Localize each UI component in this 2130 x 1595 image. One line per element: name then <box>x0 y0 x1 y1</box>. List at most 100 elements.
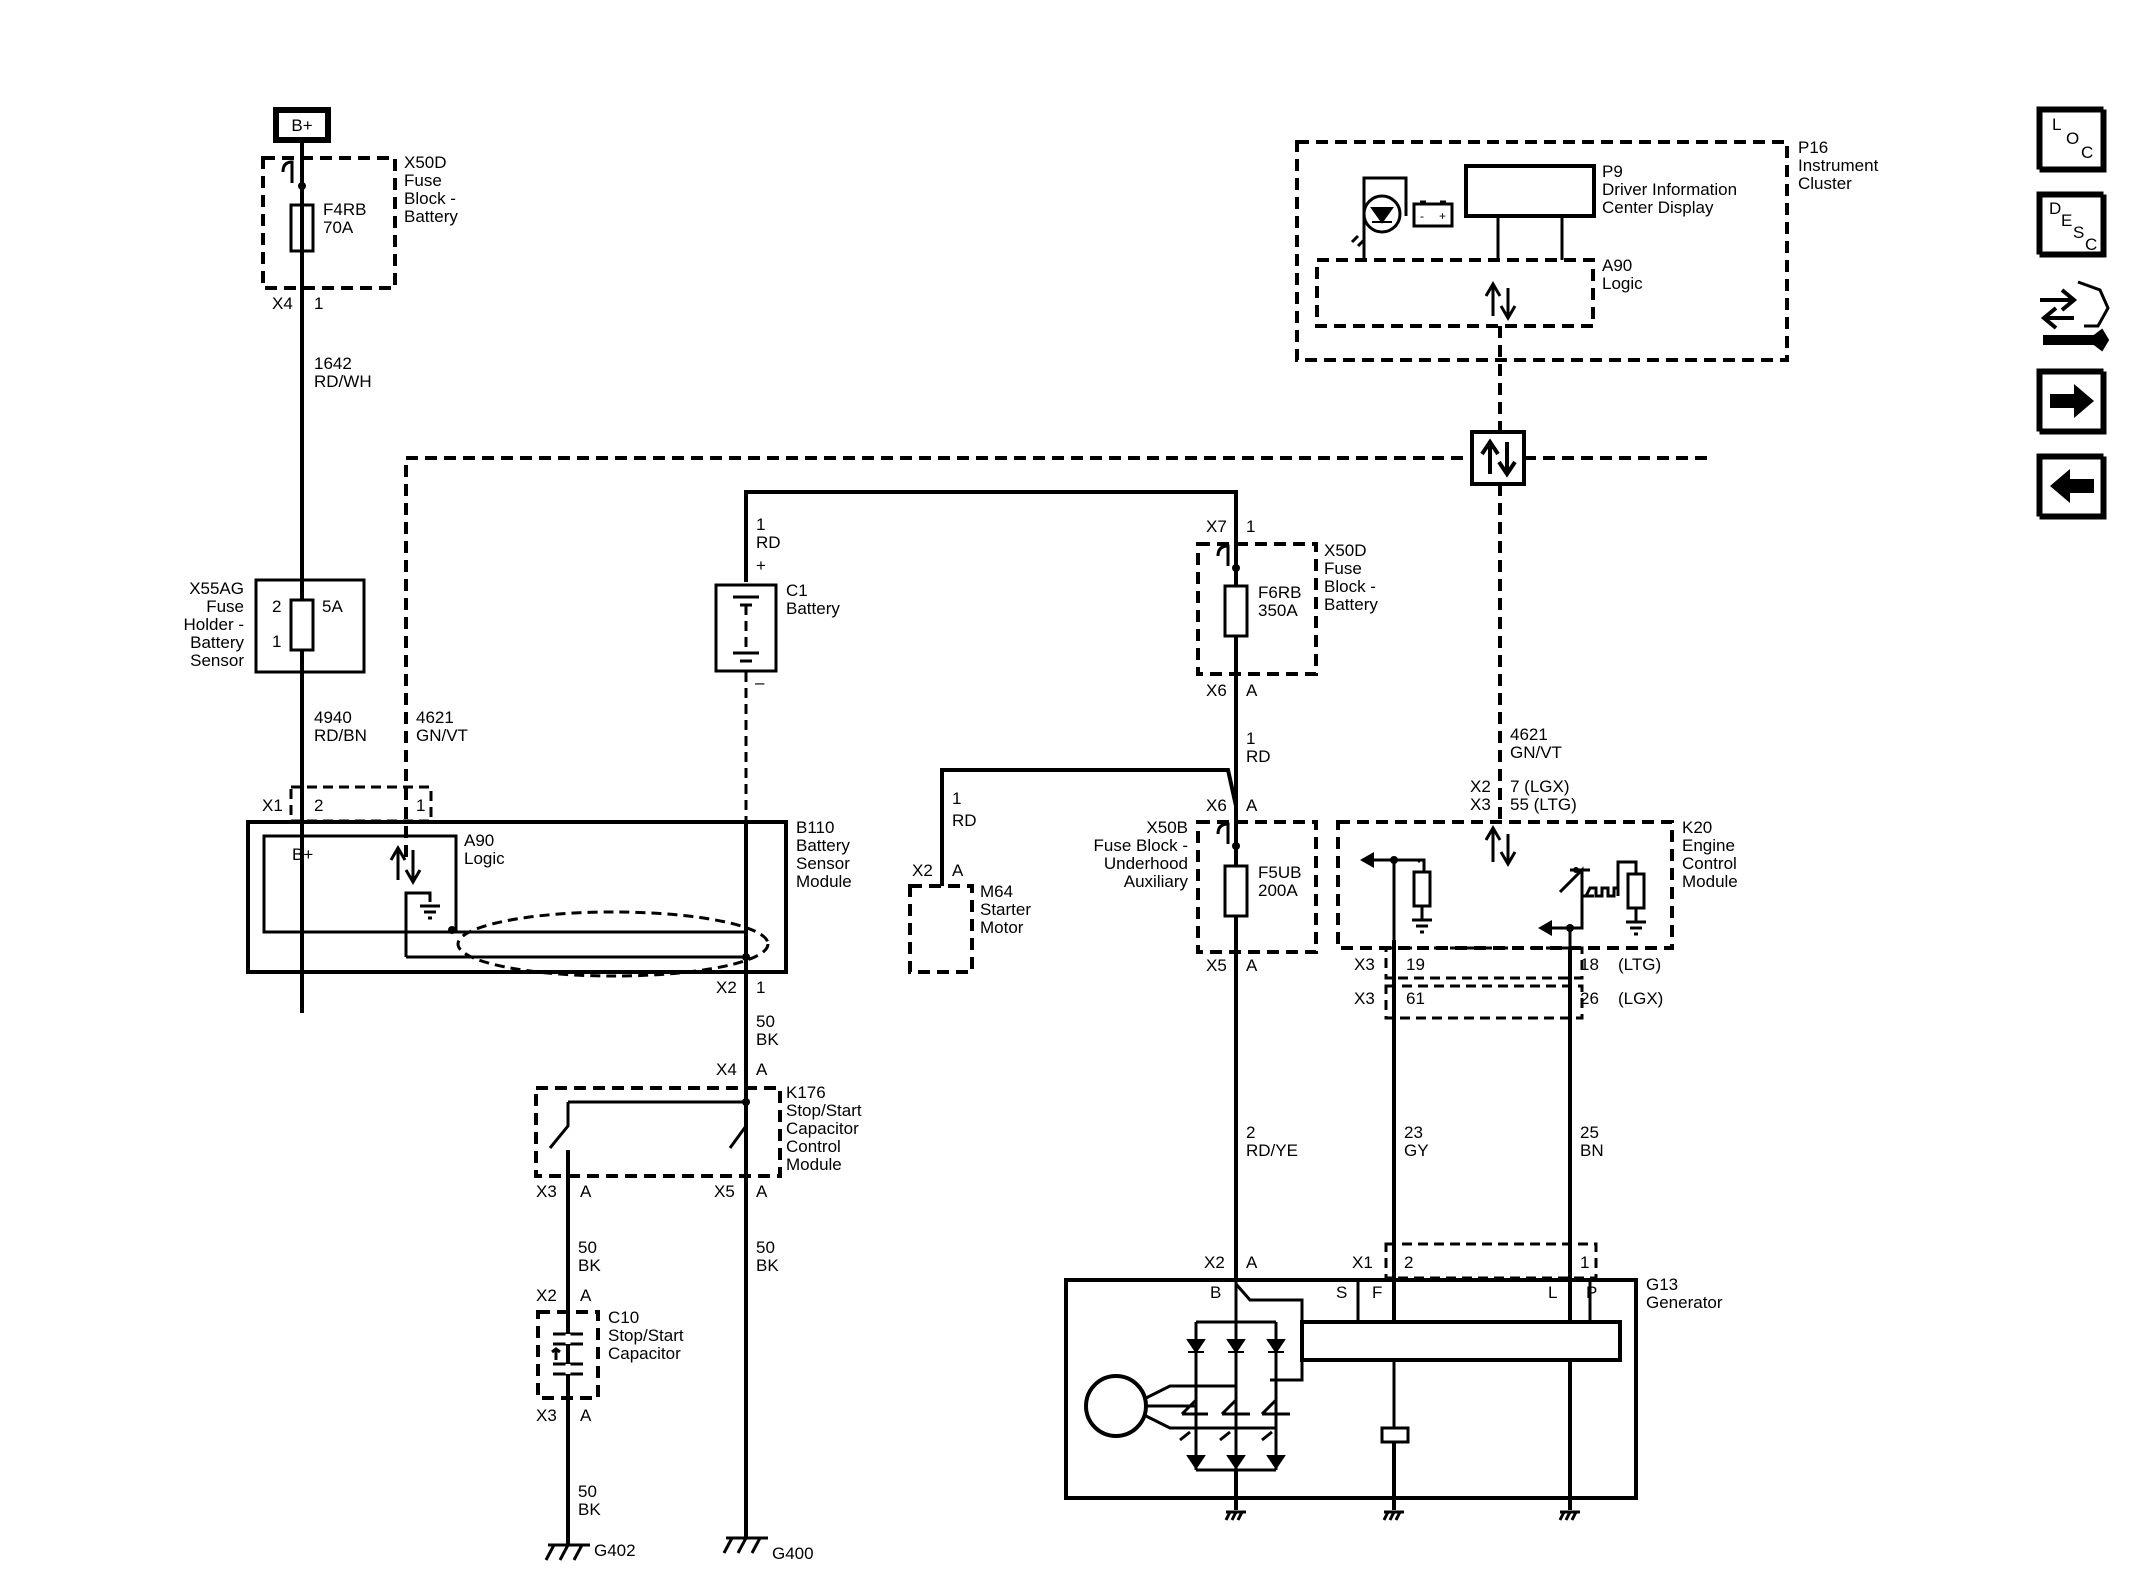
svg-text:Block -: Block - <box>1324 577 1376 596</box>
next-page-button[interactable] <box>2036 368 2107 435</box>
svg-text:1: 1 <box>272 632 281 651</box>
arrow-right-icon <box>2050 384 2094 418</box>
c10-label: C10 Stop/Start Capacitor <box>608 1308 684 1363</box>
svg-text:F6RB: F6RB <box>1258 583 1301 602</box>
f5ub-fuse <box>1223 864 1249 918</box>
wire-50-bk-center-label: 50 BK <box>756 1238 779 1275</box>
b110-battery-sensor-module <box>246 820 788 974</box>
svg-text:7 (LGX): 7 (LGX) <box>1510 777 1570 796</box>
c10-connector-top: X2 A <box>536 1286 592 1305</box>
svg-text:Stop/Start: Stop/Start <box>608 1326 684 1345</box>
x50d-fuse-block-battery-top <box>261 156 397 290</box>
svg-text:70A: 70A <box>323 218 354 237</box>
svg-text:4621: 4621 <box>416 708 454 727</box>
svg-text:A: A <box>580 1286 592 1305</box>
x50d-top-label: X50D Fuse Block - Battery <box>404 153 458 226</box>
svg-text:1: 1 <box>314 294 323 313</box>
svg-text:50: 50 <box>578 1482 597 1501</box>
svg-text:Generator: Generator <box>1646 1293 1723 1312</box>
svg-text:Motor: Motor <box>980 918 1024 937</box>
bplus-internal-label: B+ <box>292 845 313 864</box>
c10-connector-bottom: X3 A <box>536 1406 592 1425</box>
svg-text:F5UB: F5UB <box>1258 863 1301 882</box>
svg-text:B: B <box>1210 1283 1221 1302</box>
svg-text:X1: X1 <box>1352 1253 1373 1272</box>
x55ag-label: X55AG Fuse Holder - Battery Sensor <box>184 579 245 670</box>
bidirectional-arrow-icon <box>389 845 422 885</box>
svg-text:X2: X2 <box>716 978 737 997</box>
g13-label: G13 Generator <box>1646 1275 1723 1312</box>
x3-row-ltg-labels: X3 19 18 (LTG) <box>1354 955 1661 974</box>
p9-label: P9 Driver Information Center Display <box>1602 162 1737 217</box>
svg-text:Cluster: Cluster <box>1798 174 1852 193</box>
f6rb-label: F6RB 350A <box>1258 583 1301 620</box>
svg-text:Fuse: Fuse <box>1324 559 1362 578</box>
m64-connector: X2 A <box>912 861 964 880</box>
svg-text:BN: BN <box>1580 1141 1604 1160</box>
svg-text:G13: G13 <box>1646 1275 1678 1294</box>
svg-text:X50B: X50B <box>1146 818 1188 837</box>
svg-text:A: A <box>756 1182 768 1201</box>
svg-text:1: 1 <box>756 515 765 534</box>
svg-text:BK: BK <box>756 1256 779 1275</box>
wire-2-rdye-label: 2 RD/YE <box>1246 1123 1298 1160</box>
svg-text:Stop/Start: Stop/Start <box>786 1101 862 1120</box>
svg-text:A: A <box>1246 681 1258 700</box>
svg-text:X7: X7 <box>1206 517 1227 536</box>
svg-text:Holder -: Holder - <box>184 615 244 634</box>
svg-text:RD/WH: RD/WH <box>314 372 372 391</box>
svg-text:Block -: Block - <box>404 189 456 208</box>
x1-generator-connector <box>1384 1242 1598 1280</box>
wire-4621-left-label: 4621 GN/VT <box>416 708 468 745</box>
svg-text:A: A <box>580 1182 592 1201</box>
a90-top-label: A90 Logic <box>1602 256 1643 293</box>
svg-text:X50D: X50D <box>1324 541 1367 560</box>
svg-text:2: 2 <box>314 796 323 815</box>
f5ub-label: F5UB 200A <box>1258 863 1301 900</box>
svg-text:X3: X3 <box>1470 795 1491 814</box>
a90-logic-top <box>1315 258 1595 328</box>
x2-1-connector: X2 1 <box>716 978 765 997</box>
x3-connector-lgx <box>1384 984 1584 1020</box>
previous-page-button[interactable] <box>2036 453 2107 520</box>
x55ag-pin-labels: 2 1 5A <box>272 597 343 651</box>
serial-data-line-4621 <box>404 456 1465 857</box>
svg-text:4940: 4940 <box>314 708 352 727</box>
k20-label: K20 Engine Control Module <box>1682 818 1738 891</box>
svg-text:1: 1 <box>1580 1253 1589 1272</box>
svg-text:Capacitor: Capacitor <box>608 1344 681 1363</box>
svg-text:Fuse Block -: Fuse Block - <box>1094 836 1188 855</box>
svg-text:X3: X3 <box>536 1182 557 1201</box>
diagnostic-tool-icon[interactable] <box>2040 280 2110 352</box>
pwm-waveform-icon <box>1584 886 1618 898</box>
loc-letter-l: L <box>2052 115 2061 134</box>
svg-text:Capacitor: Capacitor <box>786 1119 859 1138</box>
ground-g400-icon <box>722 1536 768 1554</box>
loc-letter-o: O <box>2066 129 2079 148</box>
svg-text:Module: Module <box>796 872 852 891</box>
svg-text:1642: 1642 <box>314 354 352 373</box>
svg-text:2: 2 <box>272 597 281 616</box>
svg-text:-: - <box>1420 209 1424 223</box>
wire-50-bk-left-label: 50 BK <box>578 1238 601 1275</box>
x3-connector-ltg <box>1384 946 1584 980</box>
svg-text:M64: M64 <box>980 882 1013 901</box>
svg-text:Fuse: Fuse <box>404 171 442 190</box>
svg-text:Engine: Engine <box>1682 836 1735 855</box>
loc-button[interactable]: L O C <box>2036 106 2107 173</box>
desc-button[interactable]: D E S C <box>2036 191 2107 258</box>
svg-text:Module: Module <box>1682 872 1738 891</box>
svg-text:RD: RD <box>756 533 781 552</box>
f6rb-fuse <box>1223 584 1249 638</box>
svg-text:X2: X2 <box>912 861 933 880</box>
x55ag-fuse-holder <box>254 578 366 674</box>
svg-text:Logic: Logic <box>464 849 505 868</box>
svg-text:1: 1 <box>952 789 961 808</box>
svg-text:P16: P16 <box>1798 138 1828 157</box>
k176-switch-right <box>728 1102 748 1149</box>
bidirectional-arrow-top-icon <box>1484 281 1517 321</box>
svg-text:X2: X2 <box>1470 777 1491 796</box>
g402-label: G402 <box>594 1541 636 1560</box>
g13-generator <box>1064 1278 1638 1500</box>
svg-text:F4RB: F4RB <box>323 200 366 219</box>
